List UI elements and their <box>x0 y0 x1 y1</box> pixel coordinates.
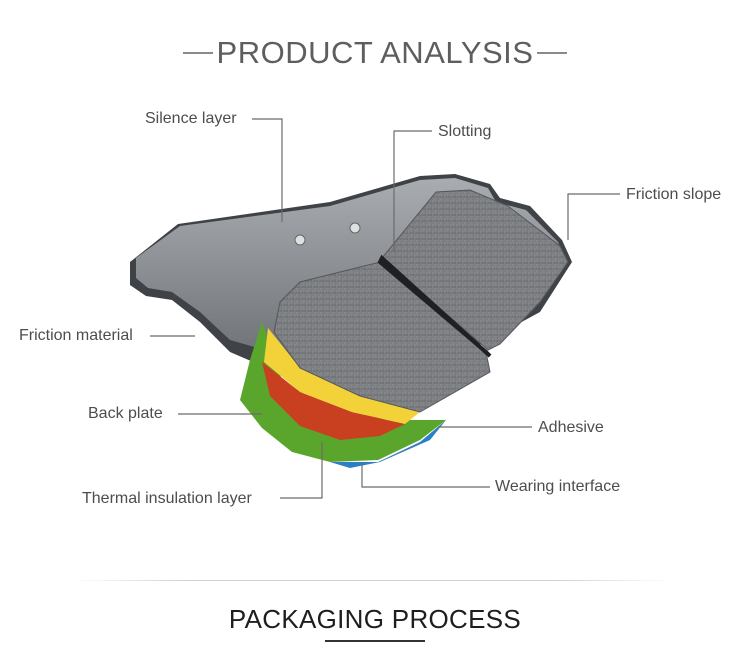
section-title: PACKAGING PROCESS <box>0 604 750 635</box>
label-wearing-interface: Wearing interface <box>495 478 620 496</box>
label-back-plate: Back plate <box>88 405 163 423</box>
label-slotting: Slotting <box>438 123 491 141</box>
label-silence-layer: Silence layer <box>145 110 237 128</box>
label-friction-slope: Friction slope <box>626 186 721 204</box>
label-thermal-insulation-layer: Thermal insulation layer <box>82 490 252 508</box>
section-divider <box>72 580 672 581</box>
leader-wearing-interface <box>362 462 490 487</box>
rivet-right <box>350 223 360 233</box>
label-adhesive: Adhesive <box>538 419 604 437</box>
leader-silence-layer <box>252 119 282 222</box>
leader-friction-slope <box>568 194 620 240</box>
section-underline <box>325 640 425 642</box>
rivet-left <box>295 235 305 245</box>
label-friction-material: Friction material <box>19 327 133 345</box>
